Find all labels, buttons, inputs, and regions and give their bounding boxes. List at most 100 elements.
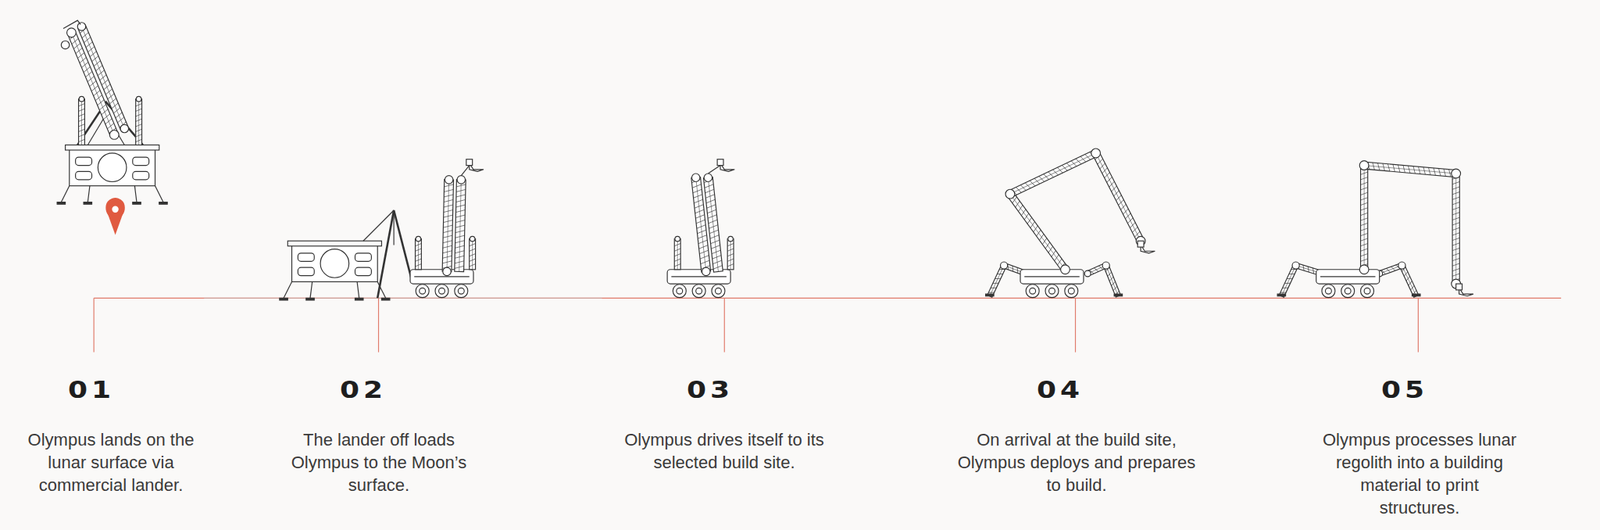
- line-art: [1075, 157, 1082, 166]
- line-art: [1017, 204, 1025, 211]
- step-number: 02: [339, 376, 387, 404]
- line-art: [1360, 182, 1368, 185]
- line-art: [705, 194, 715, 199]
- line-art: [671, 275, 727, 277]
- line-art: [1015, 185, 1022, 194]
- line-art: [415, 239, 422, 270]
- line-art: [60, 185, 69, 203]
- line-art: [1053, 168, 1059, 177]
- line-art: [76, 52, 86, 58]
- joint: [67, 28, 77, 38]
- line-art: [443, 219, 454, 223]
- line-art: [1092, 151, 1145, 243]
- line-art: [692, 284, 706, 298]
- line-art: [134, 185, 137, 203]
- lander: [279, 240, 390, 300]
- line-art: [1010, 153, 1097, 194]
- step-description: The lander off loads Olympus to the Moon…: [281, 428, 477, 497]
- joint: [78, 96, 85, 102]
- line-art: [82, 37, 92, 43]
- line-art: [442, 235, 453, 239]
- line-art: [989, 265, 1004, 297]
- line-art: [1452, 232, 1460, 236]
- line-art: [707, 214, 718, 219]
- line-art: [1039, 175, 1045, 183]
- step-number: 05: [1381, 376, 1429, 404]
- line-art: [1108, 276, 1115, 281]
- joint: [1084, 270, 1091, 277]
- line-art: [92, 90, 101, 97]
- arm-segment: [1008, 150, 1098, 197]
- arm-segment: [78, 99, 86, 146]
- line-art: [1452, 196, 1460, 200]
- line-art: [469, 264, 476, 267]
- line-art: [116, 117, 125, 123]
- step-description: Olympus lands on the lunar surface via c…: [13, 428, 209, 497]
- rover: [1316, 269, 1380, 298]
- line-art: [700, 255, 710, 260]
- line-art: [1360, 242, 1368, 246]
- line-art: [1452, 263, 1460, 266]
- line-art: [1364, 161, 1457, 178]
- line-art: [1277, 293, 1286, 297]
- line-art: [1360, 232, 1368, 236]
- line-art: [72, 42, 82, 49]
- line-art: [132, 202, 141, 205]
- line-art: [1452, 237, 1460, 240]
- line-art: [1010, 193, 1066, 270]
- line-art: [1360, 253, 1368, 257]
- step-number: 03: [686, 376, 734, 404]
- line-art: [135, 128, 143, 132]
- line-art: [1360, 165, 1368, 270]
- line-art: [442, 179, 454, 272]
- line-art: [459, 179, 462, 272]
- stage-deploy: [985, 148, 1156, 298]
- line-art: [1085, 153, 1091, 161]
- line-art: [1014, 200, 1022, 208]
- line-art: [83, 202, 92, 205]
- line-art: [419, 287, 426, 294]
- line-art: [1286, 276, 1293, 282]
- line-art: [442, 239, 453, 243]
- line-art: [443, 204, 454, 208]
- joint: [675, 235, 681, 242]
- line-art: [454, 265, 465, 269]
- line-art: [996, 271, 1003, 277]
- joint: [1359, 264, 1369, 275]
- line-art: [1360, 222, 1368, 225]
- line-art: [310, 281, 313, 298]
- line-art: [1360, 258, 1368, 261]
- line-art: [106, 209, 125, 236]
- line-art: [456, 184, 466, 188]
- line-art: [1452, 253, 1460, 256]
- arm-segment: [135, 99, 143, 146]
- line-art: [292, 244, 379, 282]
- arm-segment: [442, 179, 454, 272]
- line-art: [159, 202, 168, 205]
- line-art: [1284, 280, 1290, 286]
- line-art: [132, 171, 150, 179]
- line-art: [707, 219, 718, 224]
- line-art: [442, 260, 452, 265]
- step-number: 01: [67, 376, 115, 404]
- line-art: [78, 114, 86, 117]
- line-art: [699, 250, 709, 254]
- line-art: [138, 99, 140, 146]
- line-art: [698, 245, 708, 250]
- line-art: [111, 206, 118, 213]
- line-art: [1015, 267, 1020, 273]
- line-art: [717, 159, 724, 166]
- line-art: [1452, 186, 1460, 190]
- line-art: [692, 184, 702, 189]
- line-art: [114, 112, 124, 118]
- line-art: [1067, 287, 1075, 294]
- line-art: [1010, 265, 1015, 272]
- line-art: [1360, 177, 1368, 180]
- line-art: [704, 184, 715, 189]
- line-art: [709, 229, 719, 234]
- line-art: [455, 235, 465, 239]
- joint: [442, 267, 451, 275]
- line-art: [469, 253, 476, 257]
- line-art: [1452, 207, 1460, 210]
- line-art: [75, 157, 93, 165]
